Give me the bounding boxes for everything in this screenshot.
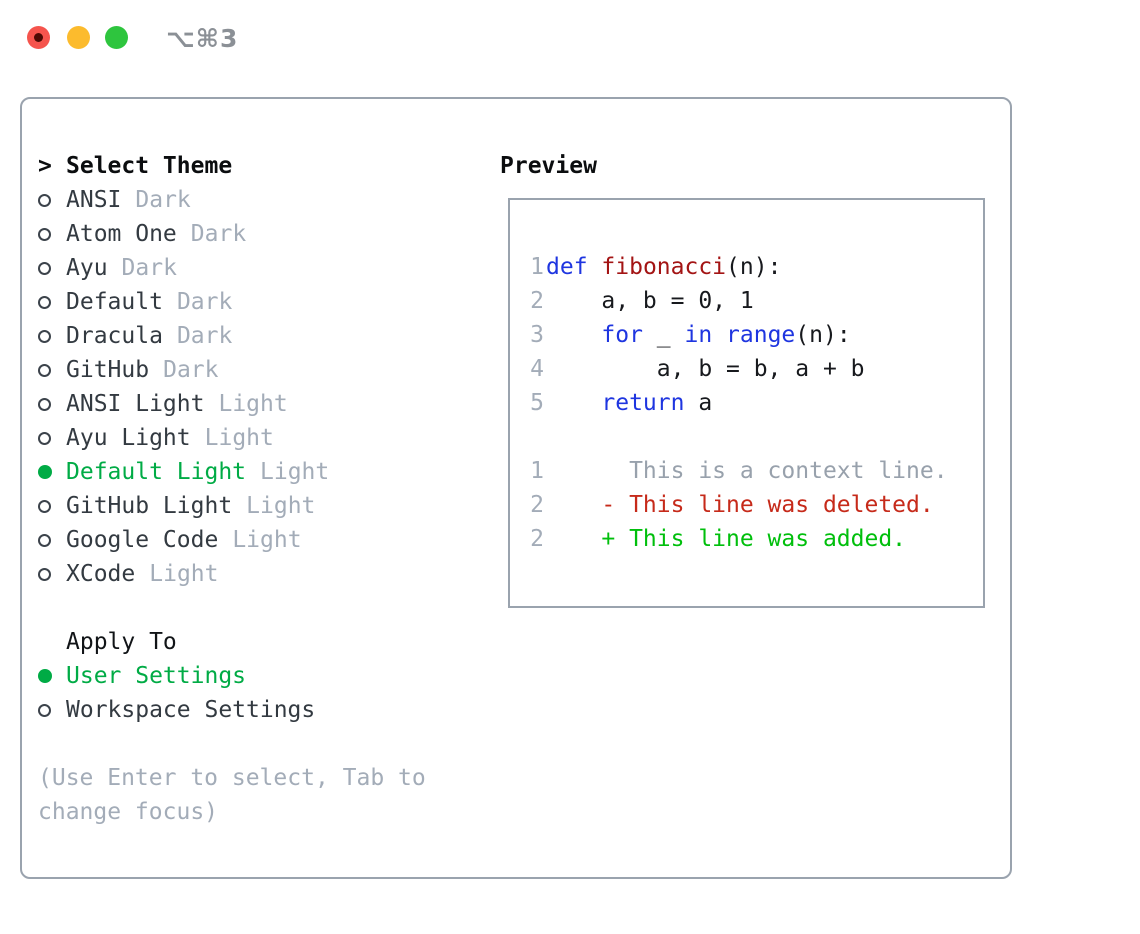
theme-option-ansi[interactable]: ANSI Dark <box>38 183 478 217</box>
titlebar: ⌥⌘3 <box>0 0 1140 76</box>
theme-variant-tag: Dark <box>176 289 233 315</box>
preview-line: 2 - This line was deleted. <box>530 492 934 518</box>
theme-option-label: ANSI <box>66 187 122 213</box>
select-theme-title: Select Theme <box>66 153 233 179</box>
line-number: 5 <box>530 390 544 416</box>
theme-option-github[interactable]: GitHub Dark <box>38 353 478 387</box>
help-text: (Use Enter to select, Tab to change focu… <box>38 765 426 825</box>
theme-option-xcode[interactable]: XCode Light <box>38 557 478 591</box>
apply-option-workspace-settings[interactable]: Workspace Settings <box>38 693 478 727</box>
theme-option-label: Dracula <box>66 323 163 349</box>
unsaved-dot-icon <box>34 33 43 42</box>
line-number: 2 <box>530 526 544 552</box>
select-theme-header: > Select Theme <box>38 149 478 183</box>
apply-option-label: User Settings <box>66 663 247 689</box>
preview-line: 2 a, b = 0, 1 <box>530 288 754 314</box>
theme-variant-tag: Dark <box>190 221 247 247</box>
radio-unselected-icon <box>38 567 66 581</box>
apply-option-label: Workspace Settings <box>66 697 316 723</box>
theme-variant-tag: Light <box>246 493 316 519</box>
preview-line: 1 This is a context line. <box>530 458 948 484</box>
radio-unselected-icon <box>38 499 66 513</box>
radio-unselected-icon <box>38 533 66 547</box>
apply-to-title: Apply To <box>66 629 177 655</box>
radio-unselected-icon <box>38 193 66 207</box>
theme-option-ansi-light[interactable]: ANSI Light Light <box>38 387 478 421</box>
radio-unselected-icon <box>38 703 66 717</box>
focus-arrow-icon: > <box>38 153 52 179</box>
preview-line <box>510 420 983 454</box>
preview-title: Preview <box>500 153 597 179</box>
preview-line: 3 for _ in range(n): <box>530 322 851 348</box>
theme-option-dracula[interactable]: Dracula Dark <box>38 319 478 353</box>
line-number: 1 <box>530 254 544 280</box>
theme-variant-tag: Light <box>149 561 219 587</box>
radio-unselected-icon <box>38 227 66 241</box>
theme-variant-tag: Light <box>260 459 330 485</box>
theme-option-label: XCode <box>66 561 136 587</box>
theme-variant-tag: Dark <box>135 187 191 213</box>
preview-line: 5 return a <box>530 390 713 416</box>
theme-option-label: ANSI Light <box>66 391 205 417</box>
theme-option-google-code[interactable]: Google Code Light <box>38 523 478 557</box>
radio-selected-icon <box>38 465 66 479</box>
theme-variant-tag: Dark <box>121 255 177 281</box>
radio-unselected-icon <box>38 329 66 343</box>
theme-variant-tag: Dark <box>176 323 233 349</box>
line-number: 1 <box>530 458 544 484</box>
theme-option-label: GitHub <box>66 357 150 383</box>
apply-to-header: Apply To <box>38 625 478 659</box>
line-number: 4 <box>530 356 544 382</box>
spacer <box>38 727 478 761</box>
radio-unselected-icon <box>38 431 66 445</box>
radio-unselected-icon <box>38 363 66 377</box>
theme-variant-tag: Light <box>218 391 288 417</box>
theme-option-label: Google Code <box>66 527 219 553</box>
apply-option-user-settings[interactable]: User Settings <box>38 659 478 693</box>
theme-option-label: Default <box>66 289 163 315</box>
radio-unselected-icon <box>38 397 66 411</box>
radio-selected-icon <box>38 669 66 683</box>
theme-option-label: Ayu <box>66 255 108 281</box>
line-number: 2 <box>530 288 544 314</box>
theme-option-default-light[interactable]: Default Light Light <box>38 455 478 489</box>
window-title: ⌥⌘3 <box>166 24 239 53</box>
window-close-button[interactable] <box>27 26 50 49</box>
theme-option-github-light[interactable]: GitHub Light Light <box>38 489 478 523</box>
theme-option-label: GitHub Light <box>66 493 233 519</box>
theme-option-label: Ayu Light <box>66 425 191 451</box>
line-number: 3 <box>530 322 544 348</box>
theme-variant-tag: Light <box>204 425 274 451</box>
theme-option-ayu-light[interactable]: Ayu Light Light <box>38 421 478 455</box>
theme-option-atom-one[interactable]: Atom One Dark <box>38 217 478 251</box>
preview-line: 2 + This line was added. <box>530 526 907 552</box>
theme-option-default[interactable]: Default Dark <box>38 285 478 319</box>
window-zoom-button[interactable] <box>105 26 128 49</box>
spacer <box>38 591 478 625</box>
line-number: 2 <box>530 492 544 518</box>
theme-option-ayu[interactable]: Ayu Dark <box>38 251 478 285</box>
theme-option-label: Default Light <box>66 459 247 485</box>
theme-variant-tag: Light <box>232 527 302 553</box>
theme-option-label: Atom One <box>66 221 177 247</box>
window-minimize-button[interactable] <box>67 26 90 49</box>
radio-unselected-icon <box>38 295 66 309</box>
theme-variant-tag: Dark <box>163 357 219 383</box>
radio-unselected-icon <box>38 261 66 275</box>
preview-line: 4 a, b = b, a + b <box>530 356 865 382</box>
